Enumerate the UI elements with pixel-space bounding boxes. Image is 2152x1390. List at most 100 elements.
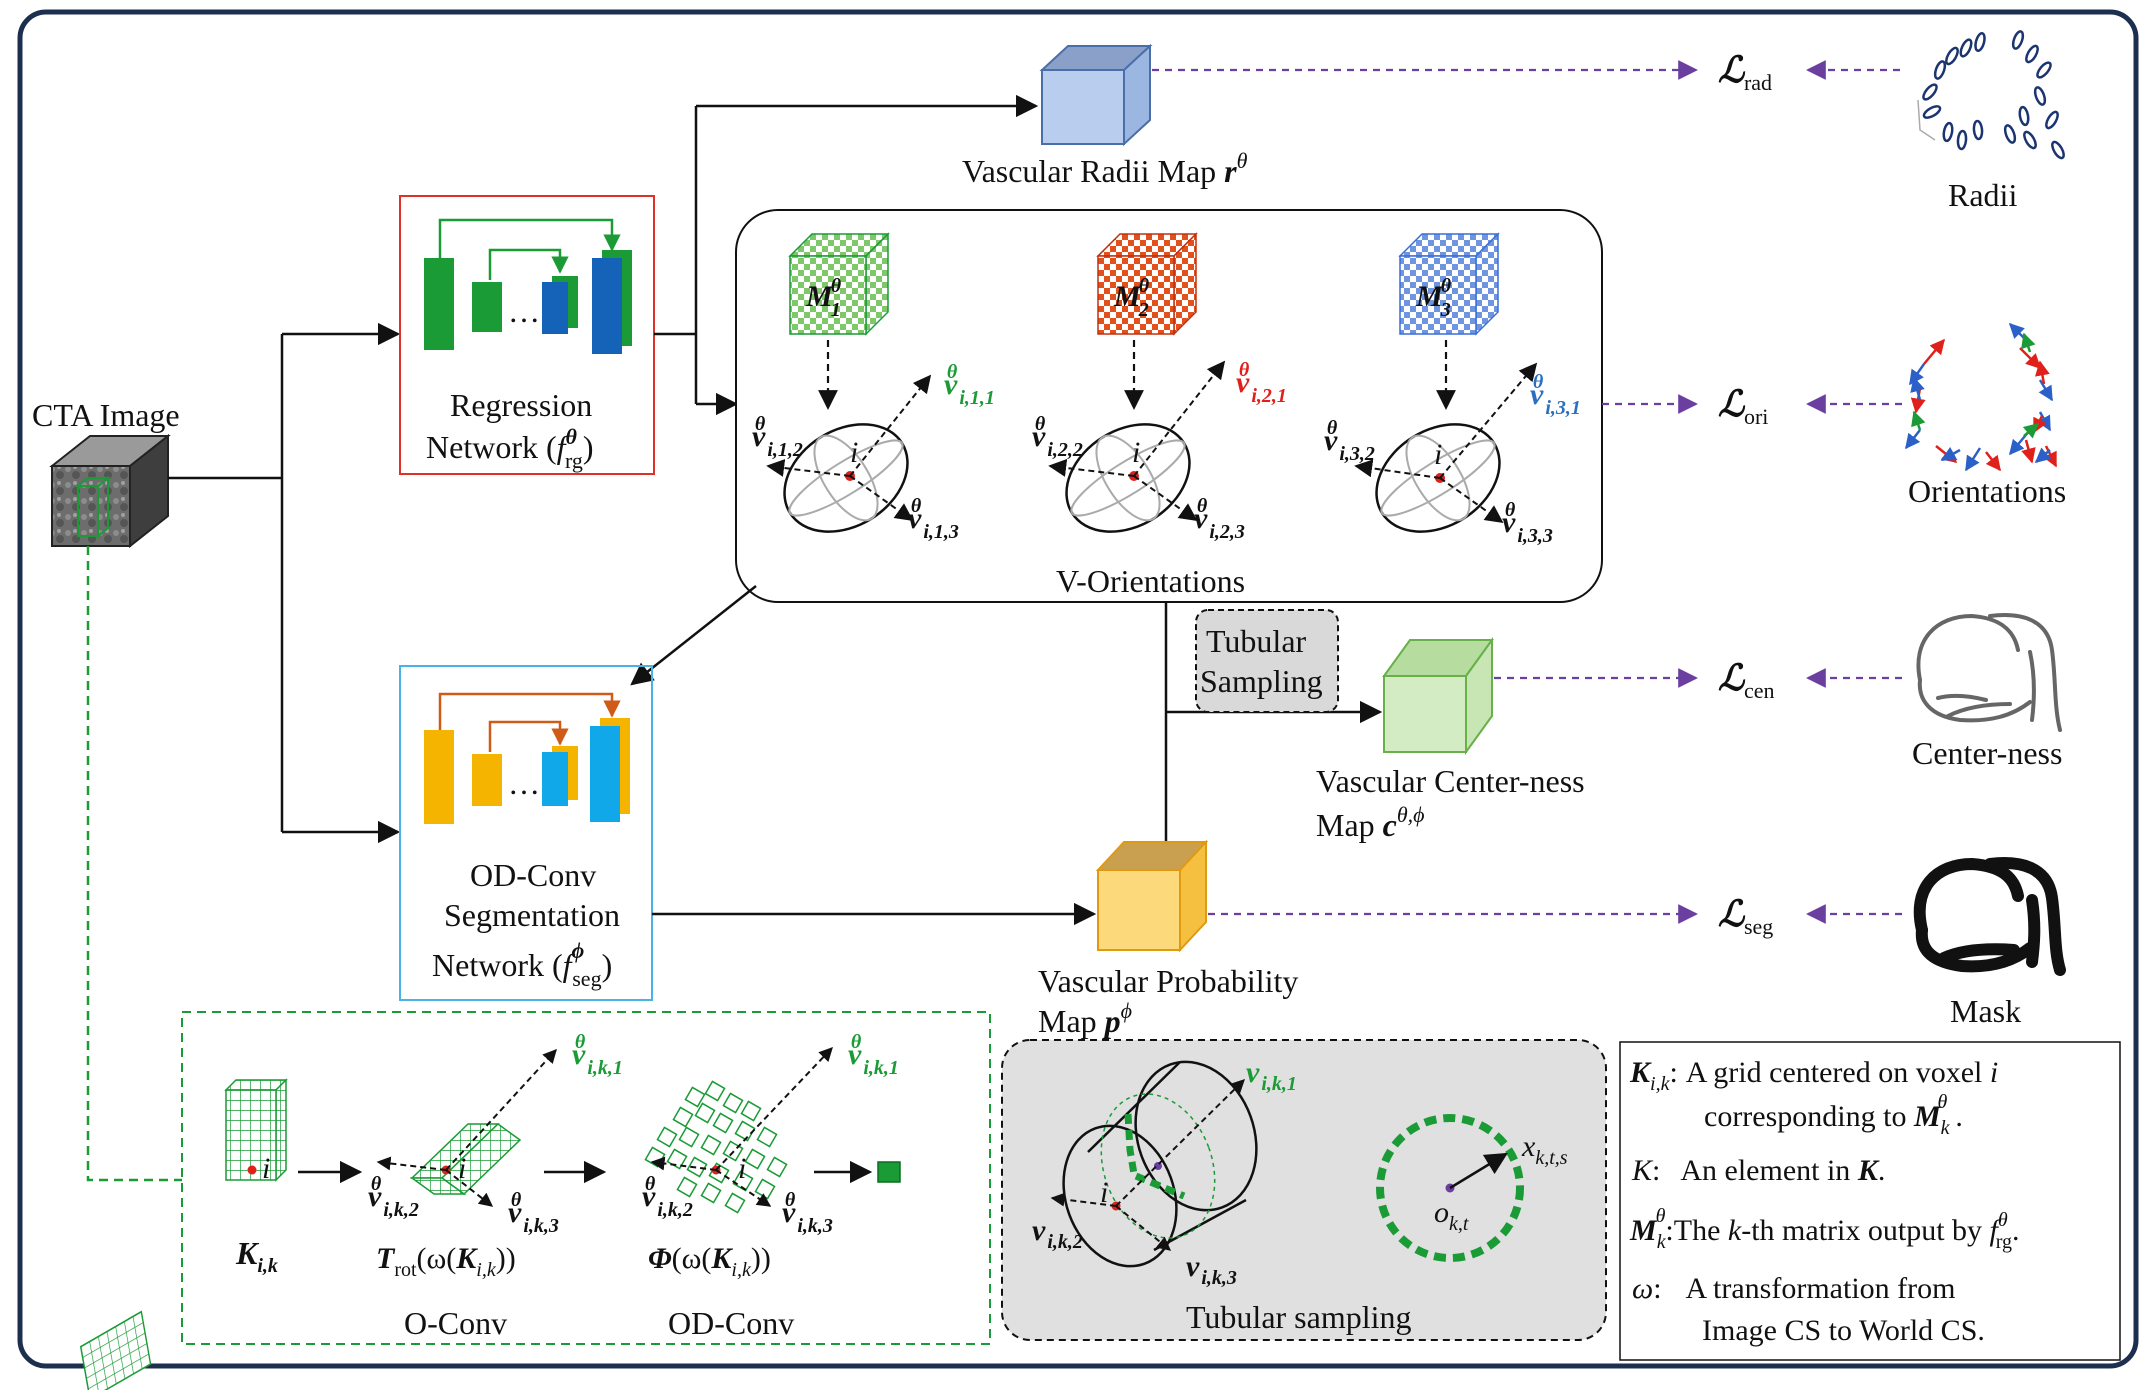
svg-text:ℒrad: ℒrad [1718,50,1772,95]
target-radii-label: Radii [1948,177,2017,213]
legend-row-k-element: K:An element in K. [1631,1154,1885,1187]
svg-text:Image CS to World CS.: Image CS to World CS. [1702,1314,1985,1347]
svg-text:ω:A transformation from: ω:A transformation from [1632,1272,1955,1305]
tubular-sampling-panel [1001,1039,1607,1341]
centerness-map-label-line2: Map cθ,ϕ [1316,802,1425,843]
tubular-ring [1376,1114,1524,1262]
centerness-target-illustration [1916,613,2062,732]
cta-image-label: CTA Image [32,397,180,433]
loss-rad: ℒrad [1718,50,1772,95]
regression-output-connectors [654,94,1039,416]
odconv-network-icon: … [424,692,630,824]
trot-formula: Trot(ω(Ki,k)) [376,1242,516,1281]
matrix-m3-cube: M3θ [1398,232,1500,336]
regression-network-icon: … [424,218,632,354]
loss-cen: ℒcen [1718,658,1774,703]
svg-text:ℒcen: ℒcen [1718,658,1774,703]
regression-network-label-line1: Regression [450,387,592,423]
odconv-label: OD-Conv [668,1305,794,1341]
tubular-cylinder: i [1050,1060,1258,1268]
svg-text:M3θ: M3θ [1415,275,1452,321]
target-mask-label: Mask [1950,993,2021,1029]
svg-text:i: i [1132,436,1140,469]
tubular-o-label: ok,t [1434,1196,1469,1235]
v-orientations-label: V-Orientations [1056,563,1245,599]
conv-output-voxel [877,1161,901,1183]
matrix-m2-cube: M2θ [1096,232,1198,336]
phi-formula: Φ(ω(Ki,k)) [648,1242,771,1281]
target-centerness-label: Center-ness [1912,735,2062,771]
loss-ori: ℒori [1718,384,1768,429]
oconv-rotated-grid: i [79,1048,557,1390]
mask-target-illustration [1913,857,2066,976]
odconv-vectors: i [650,1046,833,1207]
odconv-network-label-line1: OD-Conv [470,857,596,893]
cta-to-conv-panel-link [86,546,182,1182]
svg-text:i: i [1434,438,1442,471]
target-loss-arrows [1806,60,1902,924]
centerness-map-label-line1: Vascular Center-ness [1316,763,1585,799]
svg-text:…: … [508,765,540,801]
svg-text:…: … [508,293,540,329]
oconv-label: O-Conv [404,1305,507,1341]
probability-map-label-line1: Vascular Probability [1038,963,1298,999]
tubular-sampling-box-line1: Tubular [1206,623,1307,659]
svg-text:i: i [262,1152,270,1185]
tubular-sampling-box [1195,609,1339,713]
cta-image-cube [49,433,171,549]
svg-text:i: i [458,1152,466,1185]
tubular-sampling-box-line2: Sampling [1200,663,1323,699]
outer-frame [17,9,2139,1369]
orientations-target-illustration [1905,322,2058,472]
odconv-network-box [399,665,653,1001]
legend-row-omega: ω:A transformation from Image CS to Worl… [1632,1272,1985,1347]
legend-row-k-grid: Ki,k:A grid centered on voxel i correspo… [1629,1056,1998,1139]
matrix-m1-cube: M1θ [788,232,890,336]
radii-map-label: Vascular Radii Map rθ [962,148,1248,189]
tubular-panel-label: Tubular sampling [1186,1299,1412,1335]
svg-text:K:An element in K.: K:An element in K. [1631,1154,1885,1187]
svg-text:i: i [1100,1176,1108,1209]
cta-connectors [168,322,401,844]
svg-text:ℒori: ℒori [1718,384,1768,429]
odconv-deformed-grid [644,1080,788,1214]
radii-target-illustration [1917,30,2065,160]
centerness-map-cube [1382,636,1494,756]
svg-text:corresponding to Mkθ.: corresponding to Mkθ. [1704,1091,1963,1139]
tubular-x-label: xk,t,s [1521,1130,1568,1169]
svg-text:i: i [850,436,858,469]
target-orientations-label: Orientations [1908,473,2066,509]
loss-seg: ℒseg [1718,894,1773,939]
kernel-label: Ki,k [235,1235,278,1277]
kernel-grid: i [224,1078,288,1185]
svg-text:Ki,k:A grid centered on voxel: Ki,k:A grid centered on voxel i [1629,1056,1998,1095]
legend-box [1619,1041,2121,1361]
orient-to-seg-arrow [630,585,757,686]
svg-text:M1θ: M1θ [805,275,842,321]
radii-map-cube [1039,43,1153,147]
probability-map-cube [1095,839,1209,953]
